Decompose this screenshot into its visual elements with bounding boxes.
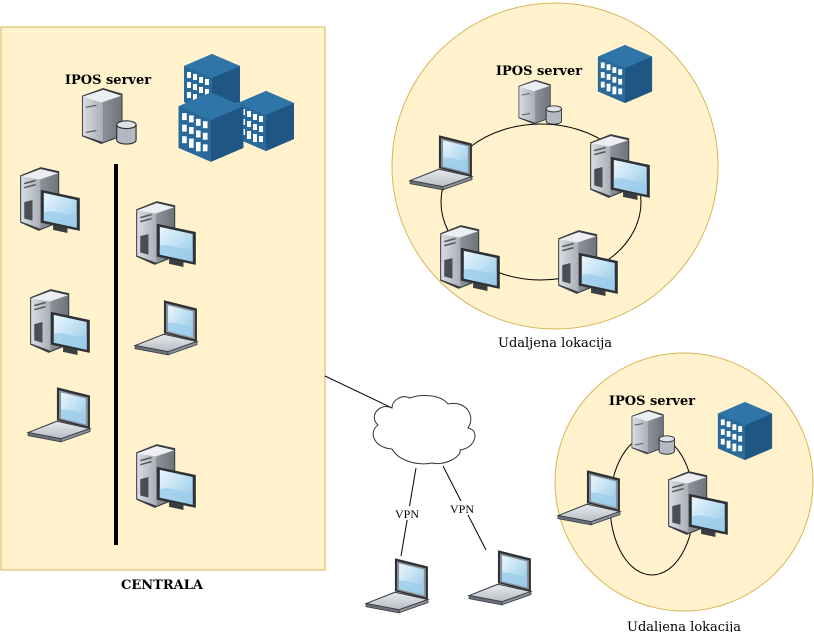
vpn-label-bg-2 [448,501,476,515]
vpn-label-2: VPN [450,502,474,516]
central-wan-link [324,375,393,409]
central-server-label: IPOS server [65,73,151,88]
remote-2-server-label: IPOS server [609,394,695,409]
central-label: CENTRALA [121,578,204,593]
vpn-label-bg-1 [393,506,421,520]
remote-zone-1: IPOS server Udaljena lokacija [391,2,719,351]
remote-client-laptop-2[interactable] [468,549,532,606]
remote-1-label: Udaljena lokacija [498,336,612,351]
vpn-label-1: VPN [395,507,419,521]
cloud-icon[interactable] [372,395,476,465]
remote-2-label: Udaljena lokacija [627,620,741,632]
remote-1-building-icon [597,45,653,103]
remote-1-ring [440,123,642,281]
remote-zone-2: IPOS server Udaljena lokacija [554,352,814,632]
remote-client-laptop-1[interactable] [365,557,429,614]
remote-2-building-icon [717,402,773,460]
central-zone: IPOS server CENTRALA [0,26,326,593]
internet-area: VPN VPN [324,375,532,614]
remote-1-server-label: IPOS server [496,64,582,79]
